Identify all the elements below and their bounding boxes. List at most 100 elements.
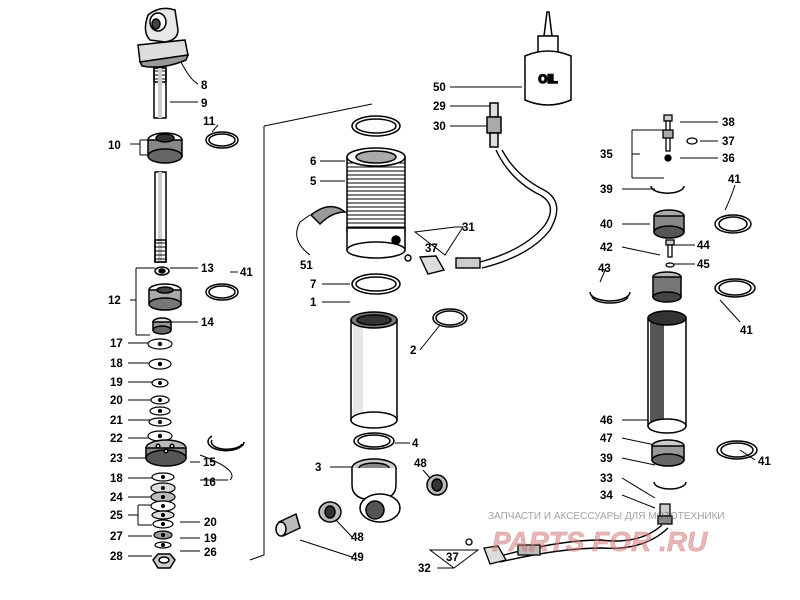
fitting-29-30 bbox=[486, 102, 502, 148]
part-label: 21 bbox=[110, 415, 123, 427]
piston-47 bbox=[651, 439, 685, 467]
part-label: 13 bbox=[201, 263, 214, 275]
rod-seal-assembly bbox=[147, 132, 183, 164]
watermark: ЗАПЧАСТИ И АКСЕССУАРЫ ДЛЯ МОТОТЕХНИКИ PA… bbox=[488, 511, 725, 557]
part-label: 11 bbox=[203, 116, 216, 128]
nut-28 bbox=[152, 553, 176, 569]
part-label: 23 bbox=[110, 453, 123, 465]
part-label: 17 bbox=[110, 338, 123, 350]
part-label: 45 bbox=[697, 259, 710, 271]
fitting-33-34 bbox=[657, 503, 673, 525]
snap-ring-39-top bbox=[650, 185, 685, 194]
part-label: 35 bbox=[600, 149, 613, 161]
part-label: 19 bbox=[204, 533, 217, 545]
part-label: 25 bbox=[110, 510, 123, 522]
part-label: 42 bbox=[600, 242, 613, 254]
part-label: 2 bbox=[410, 345, 416, 357]
watermark-tagline: ЗАПЧАСТИ И АКСЕССУАРЫ ДЛЯ МОТОТЕХНИКИ bbox=[488, 511, 725, 522]
part-label: 26 bbox=[204, 547, 217, 559]
part-label: 15 bbox=[203, 457, 216, 469]
o-ring-4 bbox=[353, 432, 395, 450]
part-label: 48 bbox=[414, 458, 427, 470]
part-label: 19 bbox=[110, 377, 123, 389]
o-ring-2 bbox=[432, 308, 468, 328]
part-label: 32 bbox=[418, 563, 431, 575]
snap-ring-39-low bbox=[653, 481, 687, 490]
part-label: 41 bbox=[728, 174, 741, 186]
part-label: 39 bbox=[600, 453, 613, 465]
part-label: 5 bbox=[310, 176, 317, 188]
part-label: 24 bbox=[110, 492, 123, 504]
part-label: 33 bbox=[600, 473, 613, 485]
part-label: 46 bbox=[600, 415, 613, 427]
part-label: 41 bbox=[740, 325, 753, 337]
part-label: 3 bbox=[315, 462, 321, 474]
part-label: 7 bbox=[310, 279, 316, 291]
part-label: 28 bbox=[110, 551, 123, 563]
part-label: 36 bbox=[722, 153, 735, 165]
part-label: 37 bbox=[446, 552, 459, 564]
part-label: 43 bbox=[598, 263, 611, 275]
lower-shims bbox=[150, 472, 176, 549]
hose-fittings-center bbox=[404, 254, 481, 275]
hose-31 bbox=[479, 149, 558, 269]
o-ring-7 bbox=[351, 273, 401, 295]
part-label: 48 bbox=[351, 532, 364, 544]
o-ring-41-right-low bbox=[716, 440, 758, 460]
part-label: 38 bbox=[722, 117, 735, 129]
part-label: 10 bbox=[108, 140, 121, 152]
cylinder-46 bbox=[647, 310, 687, 434]
part-label: 9 bbox=[201, 98, 207, 110]
screw-44 bbox=[665, 239, 675, 268]
part-label: 37 bbox=[722, 136, 735, 148]
o-ring-41-right-top bbox=[714, 214, 752, 234]
part-label: 51 bbox=[300, 260, 313, 272]
sleeve-49 bbox=[275, 512, 301, 538]
washer-13 bbox=[154, 266, 170, 276]
bushing-14 bbox=[152, 317, 172, 335]
valve-screw-38 bbox=[662, 114, 698, 162]
part-label: 34 bbox=[600, 490, 613, 502]
part-label: 31 bbox=[462, 222, 475, 234]
part-labels: 8 9 10 11 13 41 12 14 17 18 19 20 21 22 … bbox=[108, 80, 771, 575]
o-ring-41-left bbox=[205, 283, 239, 301]
o-ring-11 bbox=[205, 131, 239, 149]
eye-mount bbox=[137, 7, 190, 68]
piston-23 bbox=[145, 439, 187, 467]
part-label: 39 bbox=[600, 184, 613, 196]
hose-lower-fittings bbox=[465, 538, 541, 565]
part-label: 27 bbox=[110, 531, 123, 543]
threaded-body-5 bbox=[346, 147, 406, 259]
part-label: 37 bbox=[425, 243, 438, 255]
part-label: 50 bbox=[433, 82, 446, 94]
piston-12 bbox=[148, 283, 182, 311]
oil-bottle-50: OIL bbox=[524, 11, 572, 106]
part-label: 49 bbox=[351, 552, 364, 564]
part-label: 20 bbox=[204, 517, 217, 529]
cylinder-1 bbox=[350, 311, 398, 429]
split-ring-15 bbox=[207, 435, 245, 452]
part-label: 40 bbox=[600, 219, 613, 231]
part-label: 14 bbox=[201, 317, 214, 329]
leader-lines bbox=[128, 59, 756, 569]
part-label: 12 bbox=[108, 295, 121, 307]
lower-rod bbox=[154, 171, 167, 263]
part-label: 44 bbox=[697, 240, 710, 252]
watermark-brand: PARTS FOR .RU bbox=[492, 526, 708, 557]
part-label: 29 bbox=[433, 101, 446, 113]
clip-51 bbox=[309, 206, 348, 226]
part-label: 1 bbox=[310, 297, 317, 309]
part-label: 41 bbox=[240, 267, 253, 279]
piston-42 bbox=[652, 271, 682, 303]
part-label: 47 bbox=[600, 433, 613, 445]
oil-label: OIL bbox=[538, 74, 557, 86]
shim-stack bbox=[147, 338, 173, 442]
o-ring-6 bbox=[351, 115, 401, 137]
bushing-48-right bbox=[426, 474, 448, 496]
part-label: 8 bbox=[201, 80, 208, 92]
o-ring-41-right-mid bbox=[714, 278, 756, 298]
part-label: 41 bbox=[758, 456, 771, 468]
split-ring-43 bbox=[589, 291, 631, 304]
part-label: 18 bbox=[110, 358, 123, 370]
